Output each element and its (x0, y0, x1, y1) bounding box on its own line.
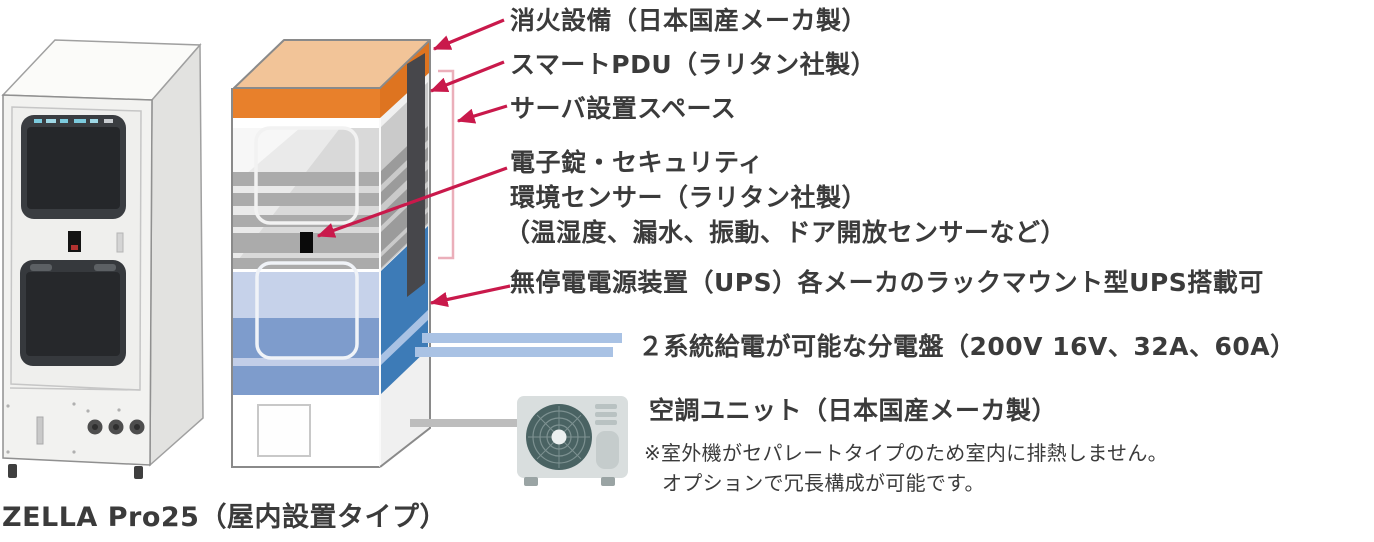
rack-photo-illustration (1, 39, 204, 479)
arrow-ups (429, 284, 511, 308)
ac-side-grill (596, 431, 619, 469)
rack-upper-window (21, 115, 126, 219)
door-slot (116, 232, 124, 253)
arrow-server-space (456, 104, 508, 124)
label-fire-suppression: 消火設備（日本国産メーカ製） (510, 6, 868, 35)
smart-pdu-bar (407, 53, 425, 297)
label-ac-note-2: オプションで冗長構成が可能です。 (662, 471, 985, 495)
rack-cutaway-diagram (231, 39, 431, 468)
rack-foot (134, 466, 143, 479)
label-server-space: サーバ設置スペース (510, 94, 737, 123)
arrow-electronic-lock (316, 166, 508, 238)
electronic-lock (300, 232, 313, 253)
label-power-distribution: ２系統給電が可能な分電盤（200V 16V、32A、60A） (638, 332, 1296, 361)
bottom-vent (257, 404, 311, 457)
rack-foot (8, 464, 17, 478)
label-sensor-types: （温湿度、漏水、振動、ドア開放センサーなど） (505, 218, 1067, 247)
fire-suppression-section (232, 39, 431, 118)
ac-duct-bar (410, 419, 518, 427)
annotation-arrows (316, 18, 511, 308)
label-ac-note-1: ※室外機がセパレートタイプのため室内に排熱しません。 (644, 441, 1168, 465)
ups-section (232, 226, 428, 395)
led-indicator-strip (34, 119, 113, 123)
rack-lower-window (20, 260, 126, 366)
cable-ports (87, 419, 145, 435)
product-name: ZELLA Pro25（屋内設置タイプ） (2, 502, 447, 533)
label-smart-pdu: スマートPDU（ラリタン社製） (510, 50, 877, 79)
panel-screws (6, 402, 121, 454)
arrow-smart-pdu (429, 60, 505, 93)
label-ups: 無停電電源装置（UPS）各メーカのラックマウント型UPS搭載可 (510, 268, 1264, 297)
label-ac-unit: 空調ユニット（日本国産メーカ製） (649, 396, 1058, 425)
ac-vents (595, 404, 617, 425)
vent-slot (36, 416, 44, 445)
server-space-bracket (438, 69, 455, 260)
label-lock-security: 電子錠・セキュリティ (510, 148, 764, 177)
ac-outdoor-unit-icon (517, 396, 628, 486)
dual-power-feed-bars (415, 333, 622, 357)
label-env-sensor: 環境センサー（ラリタン社製） (510, 183, 868, 212)
arrow-fire-suppression (432, 18, 505, 51)
